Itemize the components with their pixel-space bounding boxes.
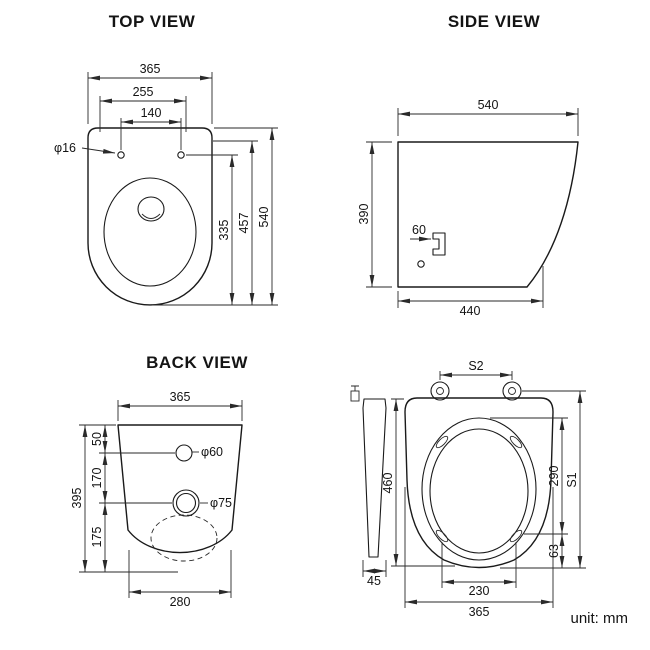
back-view-dim-height-label: 395: [70, 488, 84, 509]
top-view-dimension-hole-dia: φ16: [54, 141, 116, 155]
top-view-dim-width-label: 365: [140, 62, 161, 76]
seat-view: S2 460 45 290 63 S1 230 365: [350, 359, 586, 619]
seat-dim-length-label: 460: [381, 473, 395, 494]
seat-dimension-460: 460: [381, 399, 399, 566]
back-view-dimension-hole-center: φ75: [200, 496, 232, 510]
seat-hinge-left-pin: [436, 387, 444, 395]
side-view-dimension-390: 390: [357, 142, 375, 287]
side-view-dimension-440: 440: [398, 298, 543, 318]
back-view-hole-top-label: φ60: [201, 445, 223, 459]
seat-ring-outer-oval: [421, 417, 537, 561]
back-view-outlet-hole-outer: [172, 489, 200, 517]
top-view-dimension-365: 365: [88, 62, 212, 81]
seat-dim-inner-label: 290: [547, 466, 561, 487]
top-view-bowl-oval: [103, 177, 197, 287]
seat-dim-offset-label: 63: [547, 544, 561, 558]
seat-dim-holes-label: 230: [469, 584, 490, 598]
seat-dimension-365: 365: [405, 599, 553, 619]
side-view-dimension-60: 60: [410, 223, 431, 242]
back-view-dimension-175: 175: [90, 503, 108, 572]
seat-hinge-right: [502, 381, 522, 401]
seat-dimension-S1: S1: [565, 391, 583, 568]
seat-dimension-290: 290: [547, 418, 565, 534]
back-view-dimension-280: 280: [129, 589, 231, 609]
side-view-dimension-540: 540: [398, 98, 578, 117]
back-view-hidden-base-outline: [150, 514, 218, 562]
top-view-dimension-540: 540: [257, 128, 275, 305]
seat-hinge-left: [430, 381, 450, 401]
side-view-dim-base-label: 440: [460, 304, 481, 318]
back-view-water-inlet-hole: [175, 444, 193, 462]
back-view-dim-base-label: 280: [170, 595, 191, 609]
back-view-dim-bottom-label: 175: [90, 527, 104, 548]
top-view: TOP VIEW 365 255 140: [54, 12, 278, 306]
back-view-dimension-50: 50: [90, 425, 108, 453]
side-view-outline: [397, 141, 579, 288]
top-view-dim-depth-label: 540: [257, 207, 271, 228]
seat-dim-width-label: 365: [469, 605, 490, 619]
top-view-drain-detail: [141, 213, 161, 219]
top-view-dimension-457: 457: [237, 141, 255, 305]
back-view-dim-width-label: 365: [170, 390, 191, 404]
top-view-dimension-255: 255: [100, 85, 186, 104]
seat-dim-hinge-label: S2: [468, 359, 483, 373]
side-view-dim-bracket-label: 60: [412, 223, 426, 237]
top-view-drain-oval: [137, 196, 165, 222]
seat-dimension-63: 63: [547, 534, 565, 568]
side-view-dim-height-label: 390: [357, 204, 371, 225]
seat-side-profile: [362, 398, 387, 558]
back-view-dim-mid-label: 170: [90, 468, 104, 489]
unit-note: unit: mm: [570, 610, 628, 627]
back-view-dimension-365: 365: [118, 390, 242, 409]
top-view-dim-hole-span-label: 140: [141, 106, 162, 120]
side-view-fixing-bracket: [432, 232, 446, 256]
top-view-hole-dia-label: φ16: [54, 141, 76, 155]
top-view-mount-hole-left: [117, 151, 125, 159]
top-view-outline: [87, 127, 213, 306]
back-view-dim-top-label: 50: [90, 432, 104, 446]
seat-dimension-45: 45: [363, 568, 386, 588]
side-view-dim-depth-label: 540: [478, 98, 499, 112]
top-view-dim-seat-width-label: 255: [133, 85, 154, 99]
side-view-fixing-hole: [417, 260, 425, 268]
top-view-mount-hole-right: [177, 151, 185, 159]
back-view-dimension-170: 170: [90, 453, 108, 503]
top-view-dim-depth-seat-label: 457: [237, 213, 251, 234]
top-view-dimension-140: 140: [121, 106, 181, 125]
seat-dim-side-label: S1: [565, 472, 579, 487]
back-view-title: BACK VIEW: [146, 353, 248, 372]
seat-bumpers: [435, 435, 523, 543]
back-view-dimension-hole-top: φ60: [192, 445, 223, 459]
back-view-hole-center-label: φ75: [210, 496, 232, 510]
seat-dimension-230: 230: [442, 579, 516, 598]
back-view-outlet-hole-inner: [175, 492, 197, 514]
seat-hinge-pin-detail: [350, 385, 360, 402]
top-view-dimension-335: 335: [217, 155, 235, 305]
back-view: BACK VIEW 365 50 170 175: [70, 353, 248, 609]
top-view-title: TOP VIEW: [109, 12, 196, 31]
side-view: SIDE VIEW 540 390 60 440: [357, 12, 579, 318]
back-view-dimension-395: 395: [70, 425, 88, 572]
seat-dim-thickness-label: 45: [367, 574, 381, 588]
seat-hinge-right-pin: [508, 387, 516, 395]
seat-dimension-S2: S2: [440, 359, 512, 378]
seat-ring-inner-oval: [429, 428, 529, 554]
back-view-outline: [117, 424, 243, 554]
top-view-dim-depth-holes-label: 335: [217, 220, 231, 241]
seat-top-outline: [404, 397, 554, 569]
side-view-title: SIDE VIEW: [448, 12, 541, 31]
